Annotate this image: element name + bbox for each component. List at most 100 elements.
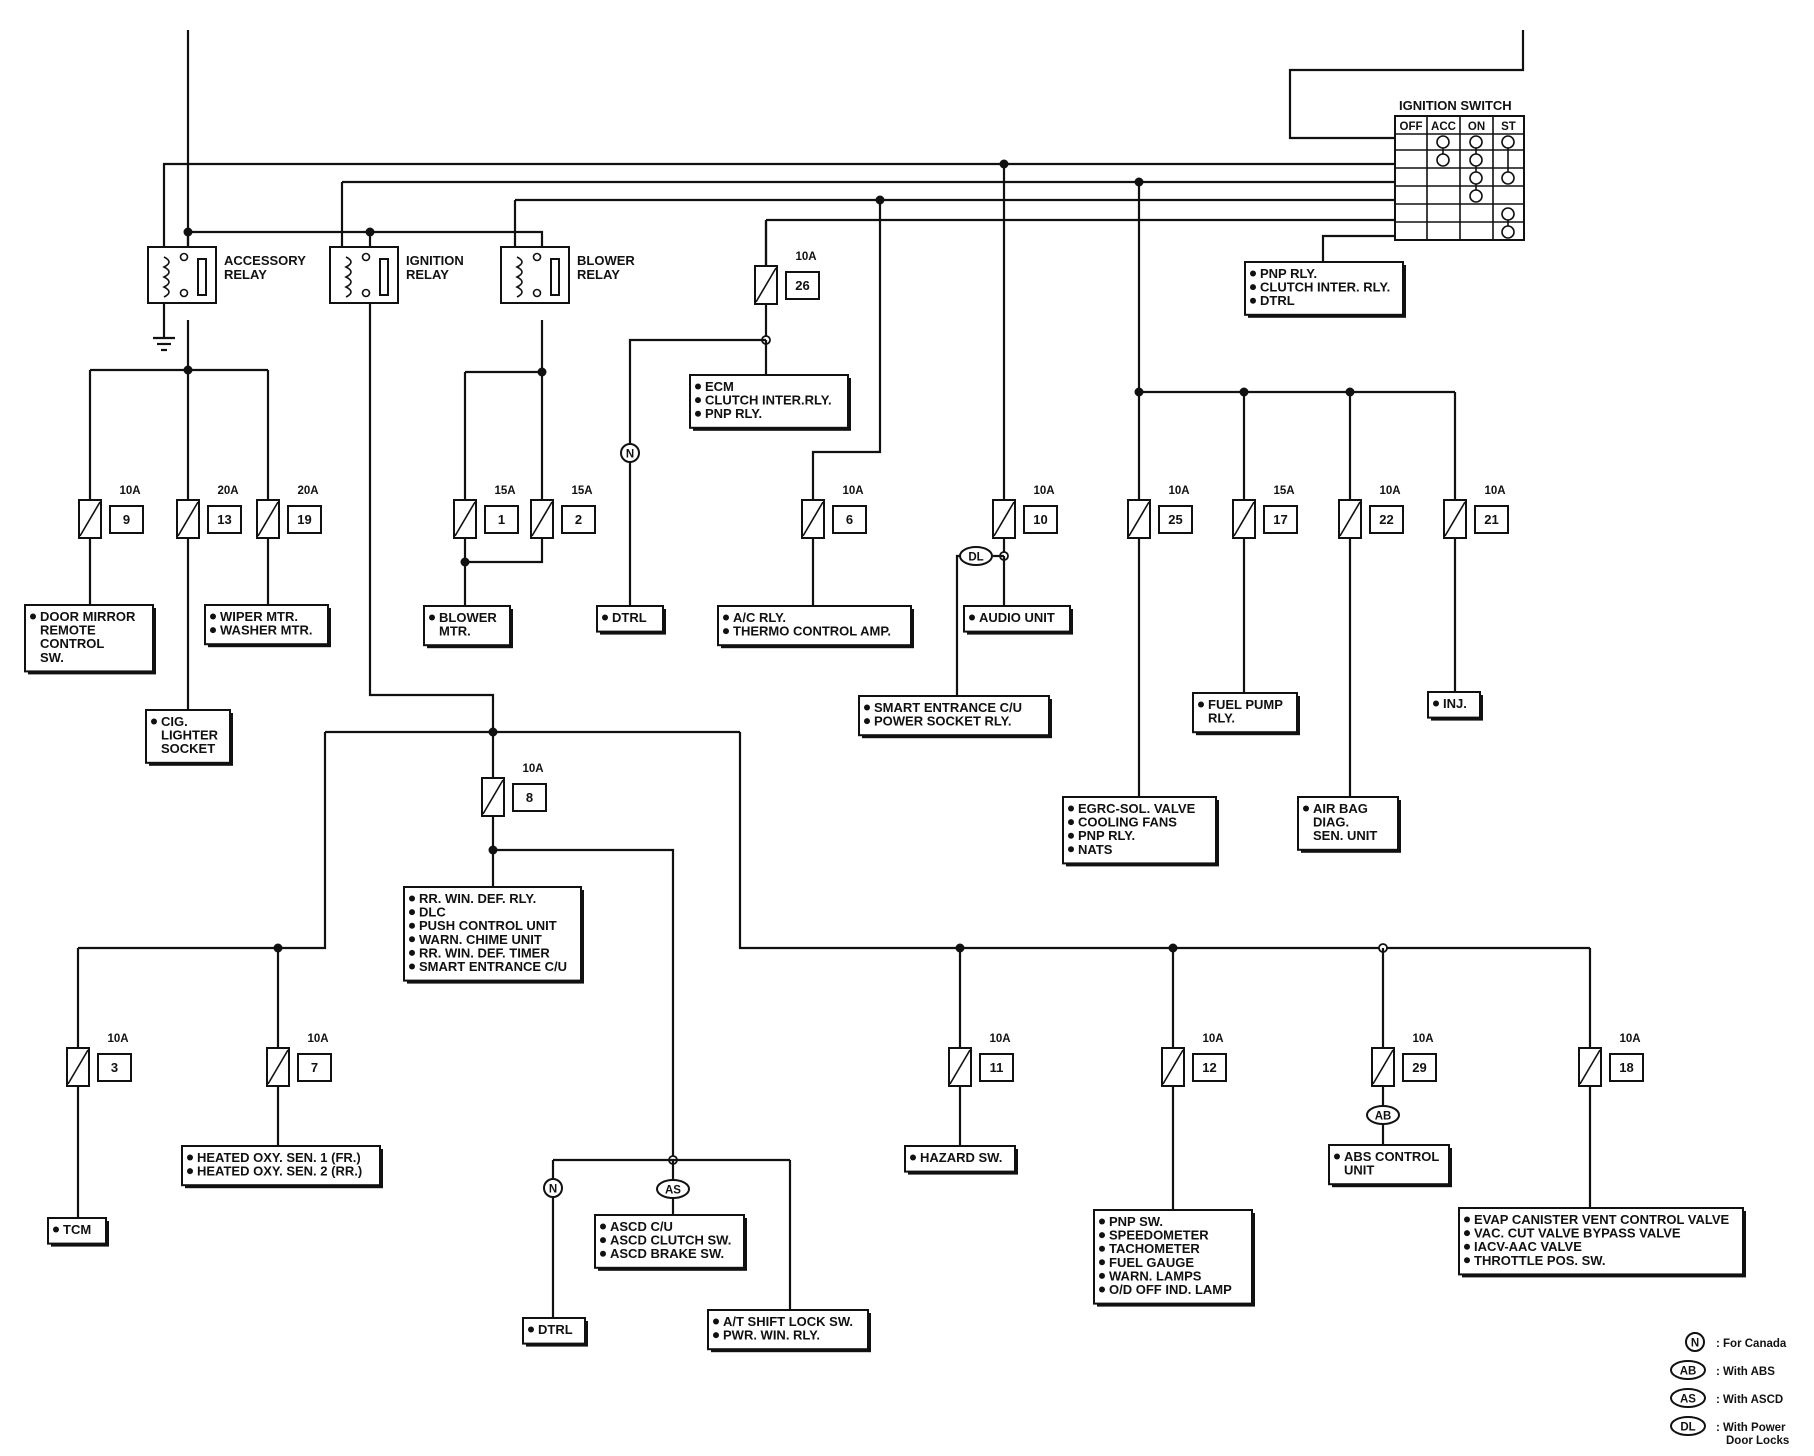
load-label: REMOTE	[40, 623, 96, 638]
wire	[493, 848, 675, 1160]
fuse-number-box	[785, 271, 820, 300]
fuse-element	[1128, 501, 1150, 537]
fuse-number-box	[1023, 505, 1058, 534]
wire	[628, 338, 766, 444]
fuse-number: 26	[795, 278, 809, 293]
switch-contact	[1501, 207, 1515, 221]
bullet-dot	[409, 949, 415, 956]
load-label: SOCKET	[161, 741, 215, 756]
wire	[1321, 234, 1395, 262]
load-box	[24, 604, 154, 673]
fuse-rating: 15A	[1273, 485, 1294, 497]
bullet-dot	[910, 1154, 916, 1161]
fuse-number-box	[832, 505, 867, 534]
load-box	[1192, 692, 1298, 734]
bullet-dot	[30, 613, 36, 620]
fuse-number: 1	[498, 512, 505, 527]
relay-coil	[344, 256, 352, 298]
load-label: WASHER MTR.	[220, 623, 312, 638]
load-label: HEATED OXY. SEN. 2 (RR.)	[197, 1164, 362, 1179]
bullet-dot	[187, 1168, 193, 1175]
load-box	[145, 709, 231, 764]
fuse-number-box	[1192, 1053, 1227, 1082]
fuse-element	[67, 1049, 89, 1085]
bullet-dot	[1099, 1259, 1105, 1266]
load-label: DTRL	[538, 1322, 573, 1337]
load-label: PNP SW.	[1109, 1214, 1163, 1229]
relay-coil	[515, 256, 523, 298]
bullet-dot	[602, 614, 608, 621]
bullet-dot	[723, 614, 729, 621]
load-label: CLUTCH INTER. RLY.	[1260, 280, 1390, 295]
option-tag-text: N	[626, 449, 634, 461]
switch-contact	[1501, 171, 1515, 185]
relay-contact	[550, 258, 560, 296]
load-label: PUSH CONTROL UNIT	[419, 918, 557, 933]
fuse-rating: 10A	[1484, 485, 1505, 497]
bullet-dot	[1250, 270, 1256, 277]
ignition-switch-title: IGNITION SWITCH	[1399, 98, 1512, 113]
load-label: PNP RLY.	[705, 406, 762, 421]
wire	[811, 200, 882, 500]
bullet-dot	[210, 627, 216, 634]
load-label: NATS	[1078, 842, 1113, 857]
wire	[1288, 30, 1525, 140]
legend-tag-shape	[1685, 1332, 1705, 1352]
bullet-dot	[528, 1326, 534, 1333]
load-box	[204, 604, 329, 646]
legend-tag-text: DL	[1680, 1422, 1695, 1434]
load-label: ASCD C/U	[610, 1219, 673, 1234]
load-box	[403, 886, 582, 982]
fuse-number-box	[297, 1053, 332, 1082]
fuse-element	[1339, 501, 1361, 537]
fuse-number: 10	[1033, 512, 1047, 527]
wiring	[76, 30, 1592, 1318]
load-box	[689, 374, 849, 429]
load-label: WIPER MTR.	[220, 609, 298, 624]
fuse-number: 21	[1484, 512, 1498, 527]
fuse-number-box	[207, 505, 242, 534]
fuse-rating: 20A	[217, 485, 238, 497]
load-label: EVAP CANISTER VENT CONTROL VALVE	[1474, 1212, 1730, 1227]
load-f10: AUDIO UNIT	[963, 605, 1073, 635]
legend-tag-shape	[1670, 1388, 1706, 1408]
fuse-element	[257, 501, 279, 537]
option-tag-n: N	[543, 1178, 563, 1198]
fuse-number-box	[287, 505, 322, 534]
load-label: LIGHTER	[161, 728, 219, 743]
fuse-rating: 10A	[795, 251, 816, 263]
junction-dot	[183, 227, 193, 237]
load-box	[717, 605, 912, 647]
load-label: TACHOMETER	[1109, 1241, 1200, 1256]
load-label: ASCD BRAKE SW.	[610, 1246, 724, 1261]
legend-tag-text: AB	[1680, 1366, 1697, 1378]
wire	[78, 732, 327, 950]
bullet-dot	[1099, 1272, 1105, 1279]
fuse-number-box	[109, 505, 144, 534]
load-label: RR. WIN. DEF. RLY.	[419, 891, 536, 906]
switch-contact	[1501, 135, 1515, 149]
load-label: SMART ENTRANCE C/U	[419, 959, 567, 974]
legend-tag-text: N	[1691, 1338, 1699, 1350]
bullet-dot	[1464, 1257, 1470, 1264]
bullet-dot	[1433, 700, 1439, 707]
load-label: A/T SHIFT LOCK SW.	[723, 1314, 853, 1329]
load-label: CONTROL	[40, 636, 104, 651]
switch-position: OFF	[1400, 121, 1423, 133]
bullet-dot	[1303, 805, 1309, 812]
option-tag-text: AB	[1375, 1111, 1392, 1123]
bullet-dot	[695, 410, 701, 417]
fuse-element	[755, 267, 777, 303]
load-label: HAZARD SW.	[920, 1150, 1002, 1165]
fuse-number-box	[1263, 505, 1298, 534]
switch-contact	[1469, 189, 1483, 203]
